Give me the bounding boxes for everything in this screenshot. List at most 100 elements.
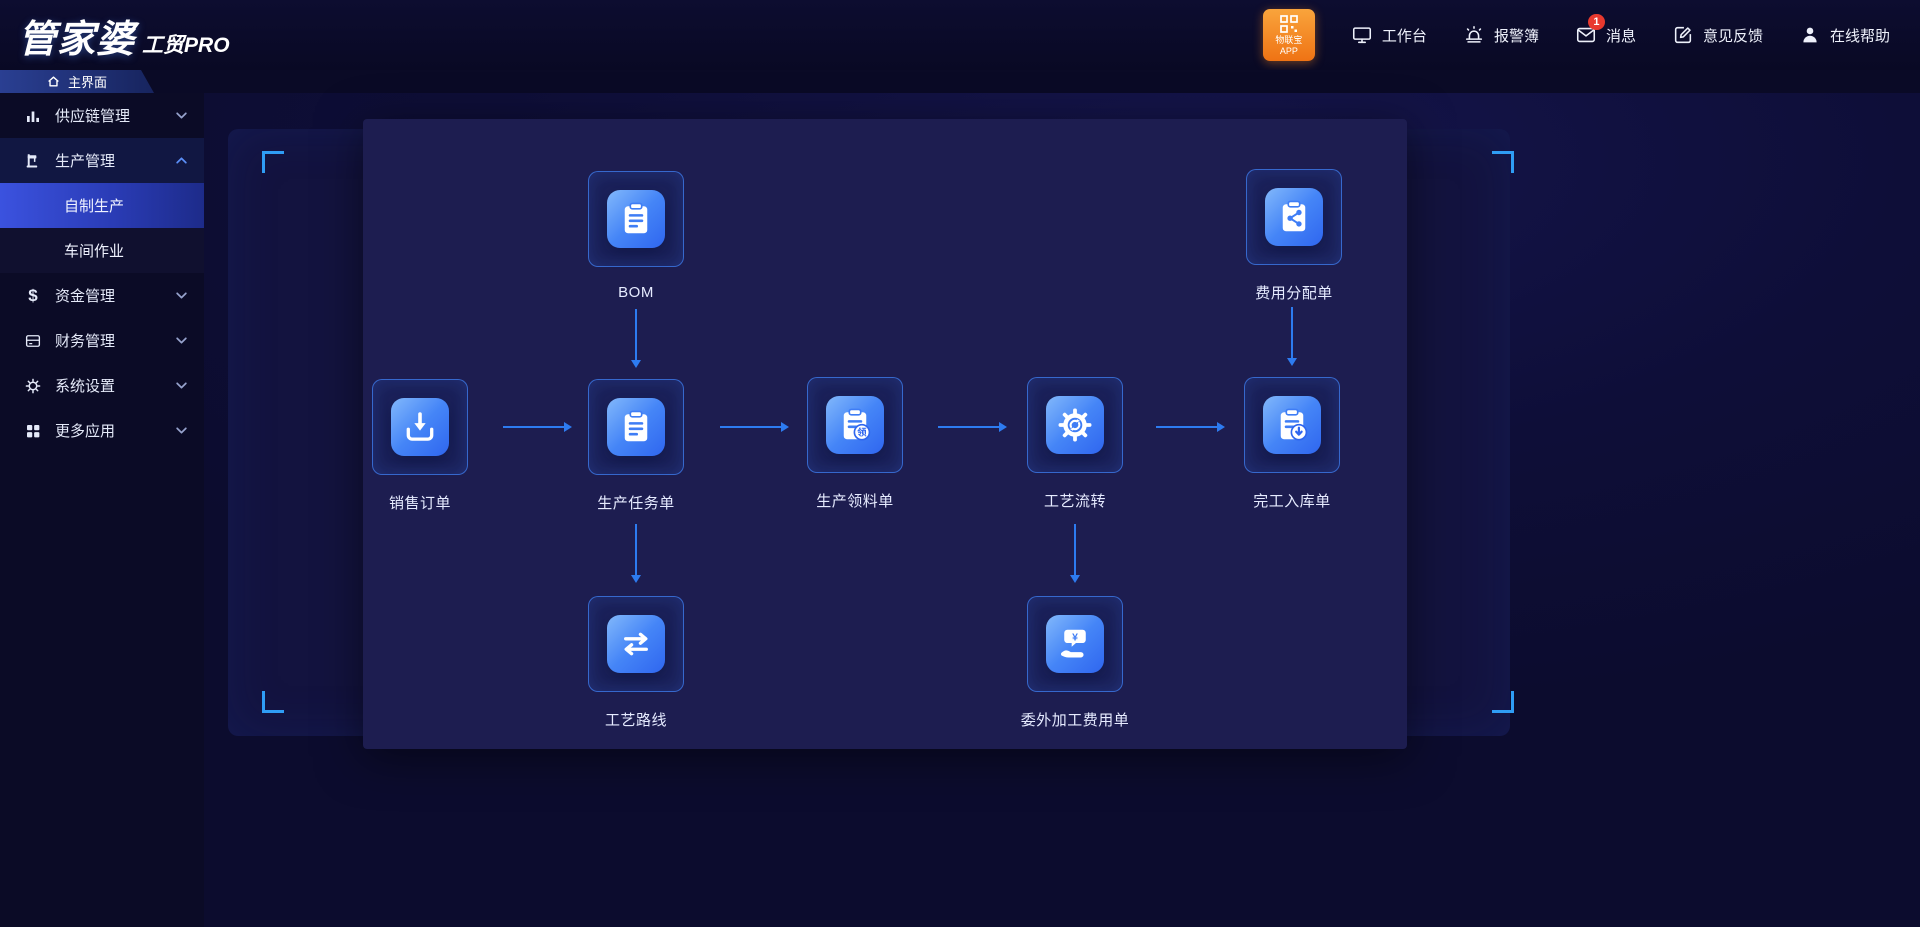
workbench-label: 工作台 (1381, 27, 1427, 45)
sidebar-item-supply-chain[interactable]: 供应链管理 (0, 93, 204, 138)
swap-arrows-icon (607, 615, 665, 673)
topbar-actions: 物联宝 APP 工作台 (1262, 9, 1890, 61)
yuan-char: ¥ (1072, 633, 1078, 644)
person-help-icon (1799, 24, 1821, 46)
sidebar-item-more-apps[interactable]: 更多应用 (0, 408, 204, 453)
sales-order-tile[interactable] (372, 379, 468, 475)
sidebar-item-settings[interactable]: 系统设置 (0, 363, 204, 408)
production-flowchart-panel: BOM (363, 119, 1407, 749)
arrow-fee-to-completion (1287, 307, 1297, 366)
gear-sync-icon (1046, 396, 1104, 454)
clipboard-inbound-icon (1263, 396, 1321, 454)
bom-label: BOM (618, 284, 654, 301)
online-help-label: 在线帮助 (1829, 27, 1890, 45)
hand-yuan-icon: ¥ (1046, 615, 1104, 673)
flow-node-bom: BOM (551, 171, 721, 301)
alarm-icon (1463, 24, 1485, 46)
chevron-down-icon (175, 379, 188, 392)
corner-bracket-top-right (1492, 151, 1514, 173)
sidebar-item-funds[interactable]: $ 资金管理 (0, 273, 204, 318)
home-icon (47, 75, 60, 88)
arrow-material-to-flow (938, 422, 1007, 432)
clipboard-list-icon (607, 398, 665, 456)
completion-warehouse-tile[interactable] (1244, 377, 1340, 473)
iot-app-button[interactable]: 物联宝 APP (1262, 9, 1315, 61)
messages-button[interactable]: 1 消息 (1575, 14, 1636, 46)
online-help-button[interactable]: 在线帮助 (1799, 24, 1890, 46)
outsourcing-fee-tile[interactable]: ¥ (1027, 596, 1123, 692)
messages-label: 消息 (1605, 27, 1636, 45)
arrow-task-to-route (631, 524, 641, 583)
corner-bracket-bottom-left (262, 691, 284, 713)
production-task-label: 生产任务单 (597, 495, 675, 512)
qr-code-icon (1279, 14, 1299, 34)
bom-tile[interactable] (588, 171, 684, 267)
sidebar-item-finance[interactable]: 财务管理 (0, 318, 204, 363)
process-flow-label: 工艺流转 (1043, 493, 1106, 510)
arrow-bom-to-task (631, 309, 641, 368)
arrow-flow-to-outsourcing (1070, 524, 1080, 583)
sidebar-label-supply-chain: 供应链管理 (55, 108, 131, 125)
sidebar: 供应链管理 生产管理 (0, 93, 204, 927)
feedback-pencil-icon (1672, 24, 1694, 46)
feedback-label: 意见反馈 (1702, 27, 1763, 45)
clipboard-share-icon (1265, 188, 1323, 246)
fee-allocation-tile[interactable] (1246, 169, 1342, 265)
alarm-book-button[interactable]: 报警簿 (1463, 24, 1539, 46)
feedback-button[interactable]: 意见反馈 (1672, 24, 1763, 46)
flow-node-completion-warehouse: 完工入库单 (1207, 377, 1377, 511)
sidebar-subitem-self-production[interactable]: 自制生产 (0, 183, 204, 228)
chevron-down-icon (175, 109, 188, 122)
arrow-flow-to-completion (1156, 422, 1225, 432)
gear-icon (22, 377, 44, 395)
apps-grid-icon (22, 422, 44, 440)
flow-node-process-flow: 工艺流转 (990, 377, 1160, 511)
sidebar-item-production[interactable]: 生产管理 (0, 138, 204, 183)
dollar-icon: $ (28, 285, 38, 305)
sidebar-label-more-apps: 更多应用 (55, 423, 116, 440)
tab-main-screen[interactable]: 主界面 (0, 70, 154, 93)
flow-node-fee-allocation: 费用分配单 (1209, 169, 1379, 303)
message-envelope-icon (1575, 24, 1597, 46)
flow-node-process-route: 工艺路线 (551, 596, 721, 730)
flow-node-production-task: 生产任务单 (551, 379, 721, 513)
tab-main-label: 主界面 (67, 75, 107, 90)
corner-bracket-top-left (262, 151, 284, 173)
chevron-down-icon (175, 424, 188, 437)
sidebar-label-self-production: 自制生产 (64, 198, 125, 215)
process-flow-tile[interactable] (1027, 377, 1123, 473)
iot-badge-line2: APP (1279, 46, 1298, 56)
messages-count-badge: 1 (1587, 14, 1605, 30)
material-requisition-tile[interactable]: 领 (807, 377, 903, 473)
outsourcing-fee-label: 委外加工费用单 (1020, 712, 1130, 729)
requisition-badge-char: 领 (857, 427, 867, 438)
process-route-tile[interactable] (588, 596, 684, 692)
arrow-sales-to-task (503, 422, 572, 432)
logo-main-text: 管家婆 (18, 18, 136, 61)
alarm-book-label: 报警簿 (1493, 27, 1539, 45)
flow-node-sales-order: 销售订单 (335, 379, 505, 513)
chevron-down-icon (175, 289, 188, 302)
download-tray-icon (391, 398, 449, 456)
production-task-tile[interactable] (588, 379, 684, 475)
topbar: 管家婆 工贸PRO 物联宝 APP (0, 0, 1920, 70)
workbench-monitor-icon (1351, 24, 1373, 46)
corner-bracket-bottom-right (1492, 691, 1514, 713)
sidebar-label-funds: 资金管理 (55, 288, 116, 305)
bar-chart-icon (22, 107, 44, 125)
process-route-label: 工艺路线 (604, 712, 667, 729)
tab-bar: 主界面 (0, 70, 1920, 93)
completion-warehouse-label: 完工入库单 (1253, 493, 1331, 510)
chevron-up-icon (175, 154, 188, 167)
machine-icon (22, 152, 44, 170)
sidebar-label-finance: 财务管理 (55, 333, 116, 350)
sidebar-subitem-workshop[interactable]: 车间作业 (0, 228, 204, 273)
logo-sub-text: 工贸PRO (142, 33, 230, 57)
arrow-task-to-material (720, 422, 789, 432)
workbench-button[interactable]: 工作台 (1351, 24, 1427, 46)
clipboard-requisition-icon: 领 (826, 396, 884, 454)
flow-node-outsourcing-fee: ¥ 委外加工费用单 (990, 596, 1160, 730)
content-row: 供应链管理 生产管理 (0, 93, 1920, 927)
fee-allocation-label: 费用分配单 (1255, 285, 1333, 302)
